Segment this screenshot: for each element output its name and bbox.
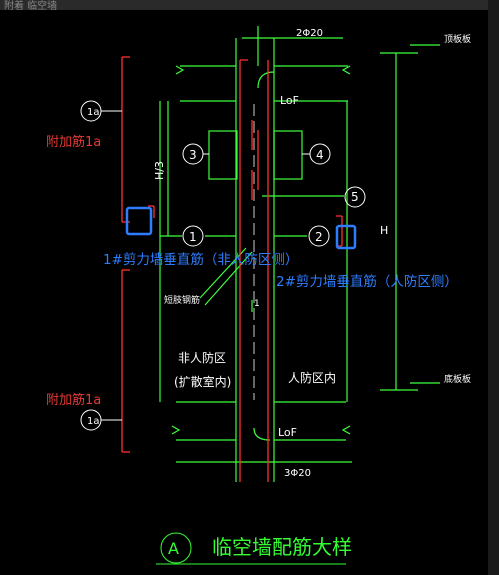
section-tag-circle — [160, 532, 192, 564]
callout-1-text: 1 — [189, 230, 197, 244]
top-slab-label: 顶板板 — [444, 33, 471, 45]
title-strip-text: 附着 临空墙 — [4, 1, 58, 12]
lof-bottom-label: LoF — [278, 426, 297, 439]
callout-1a-bottom-text: 1a — [87, 416, 100, 427]
top-bar-label: 2Φ20 — [296, 28, 323, 39]
mid-one-label: 1 — [254, 299, 260, 309]
right-scroll-strip[interactable] — [488, 0, 499, 575]
callout-circle-2 — [308, 225, 330, 247]
callout-circle-1 — [182, 225, 204, 247]
callout-3-text: 3 — [189, 148, 197, 162]
bottom-slab-label: 底板板 — [444, 373, 471, 385]
rebar-lines — [121, 56, 343, 482]
lof-top-label: LoF — [280, 94, 299, 107]
selection-box-left — [125, 206, 153, 236]
h-third-label: H/3 — [153, 161, 166, 180]
callout-1a-top-text: 1a — [87, 107, 100, 118]
height-label: H — [380, 224, 388, 237]
callout-5-text: 5 — [351, 190, 359, 204]
title-strip: 附着 临空墙 — [0, 0, 499, 12]
callout-circle-5 — [344, 186, 366, 208]
additional-bar-1a-top: 附加筋1a — [46, 134, 101, 150]
non-protect-zone: 非人防区 — [178, 350, 226, 365]
wall-outline — [159, 26, 440, 482]
callout-2-text: 2 — [315, 230, 323, 244]
selection-boxes — [125, 206, 357, 250]
section-tag-letter: A — [168, 539, 179, 558]
selection-box-right — [335, 224, 357, 250]
label-wall-bar-2: 2#剪力墙垂直筋（人防区侧） — [276, 273, 458, 290]
callout-4-text: 4 — [316, 148, 324, 162]
annotations — [80, 100, 366, 565]
non-protect-zone-sub: (扩散室内) — [174, 374, 231, 389]
additional-bar-1a-bottom: 附加筋1a — [46, 392, 101, 408]
label-wall-bar-1: 1#剪力墙垂直筋（非人防区侧） — [103, 251, 298, 268]
detail-title: 临空墙配筋大样 — [212, 535, 352, 559]
protect-zone: 人防区内 — [288, 370, 336, 385]
short-bar-label: 短肢钢筋 — [164, 294, 200, 306]
bottom-bar-label: 3Φ20 — [284, 468, 311, 479]
